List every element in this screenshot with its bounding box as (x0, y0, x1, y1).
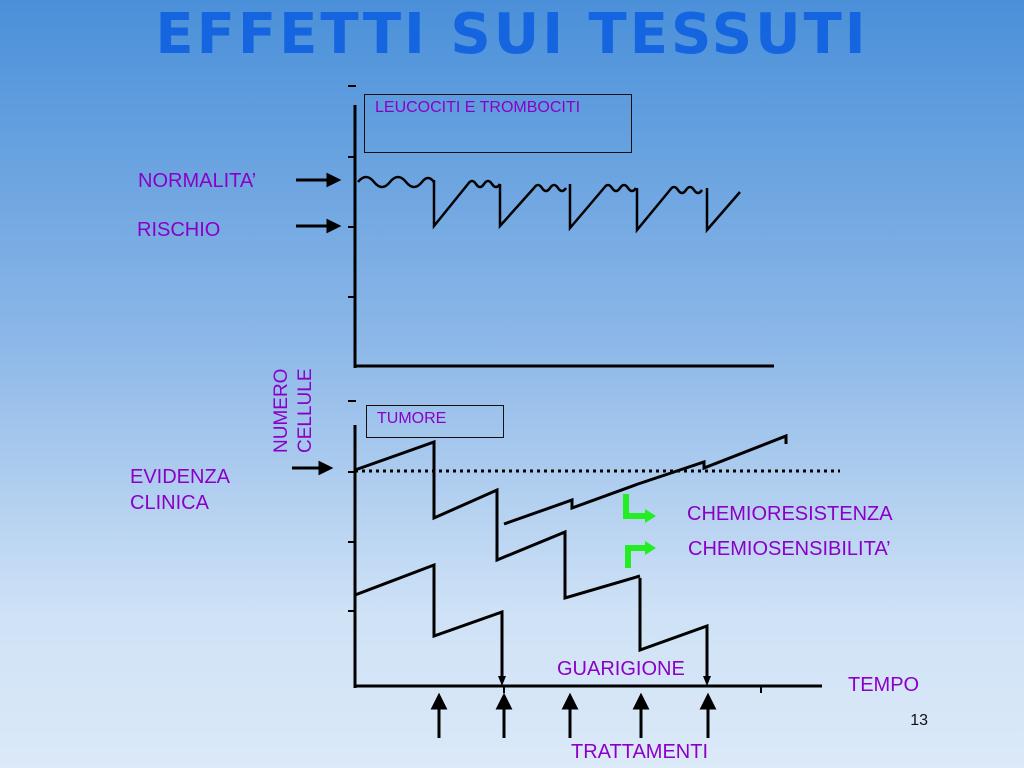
normalita-arrow (296, 172, 342, 188)
chemoresistance-green-arrow-icon (623, 494, 656, 523)
blood-cells-curve (357, 175, 741, 234)
rischio-label: RISCHIO (137, 219, 221, 241)
resistant-trend-curve (503, 433, 788, 526)
leucociti-box: LEUCOCITI E TROMBOCITI (364, 94, 632, 153)
tumore-box: TUMORE (366, 405, 504, 438)
page-number: 13 (910, 712, 928, 729)
tempo-label: TEMPO (848, 674, 920, 696)
chemosensitivity-green-arrow-icon (625, 541, 656, 568)
top-axes (348, 85, 774, 368)
slide-title: EFFETTI SUI TESSUTI (155, 2, 869, 67)
evidenza-arrow (292, 460, 334, 476)
rischio-arrow (296, 218, 342, 234)
normalita-label: NORMALITA’ (138, 170, 257, 192)
treatment-arrows (430, 692, 717, 738)
tumore-box-label: TUMORE (377, 410, 447, 427)
y-axis-label-line1: NUMERO (271, 368, 292, 453)
chemosensitive-curve (354, 562, 709, 680)
guarigione-arrowhead-1 (498, 676, 506, 686)
chemiosensibilita-label: CHEMIOSENSIBILITA’ (688, 538, 891, 560)
chemioresistenza-label: CHEMIORESISTENZA (687, 503, 893, 525)
leucociti-box-label: LEUCOCITI E TROMBOCITI (375, 99, 581, 116)
guarigione-arrowhead-2 (703, 676, 711, 686)
y-axis-label: NUMERO CELLULE (267, 360, 321, 454)
evidenza-clinica-label: EVIDENZA CLINICA (130, 466, 229, 514)
y-axis-label-line2: CELLULE (295, 368, 316, 454)
trattamenti-label: TRATTAMENTI (571, 741, 709, 763)
chemoresistance-curve (354, 439, 641, 601)
guarigione-label: GUARIGIONE (557, 658, 685, 680)
